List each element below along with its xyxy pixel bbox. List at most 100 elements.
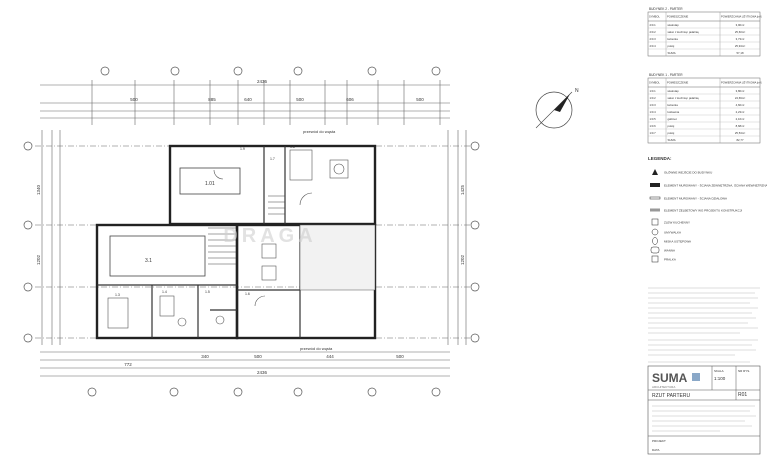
dim-top-3: 640 [244, 97, 252, 102]
dim-bottom-4: 444 [326, 354, 334, 359]
room-code-6: 1.8 [290, 145, 295, 149]
table-cell: 1/0.2 [650, 96, 657, 100]
bottom-grid-markers [87, 387, 441, 397]
table-cell: 1/0.7 [650, 131, 657, 135]
legend-item-label: ZLEW KUCHENNY [664, 221, 690, 225]
north-arrow-icon: N [535, 88, 579, 129]
table-header-cell: SYMBOL [649, 15, 660, 19]
watermark: DRAGA [223, 225, 316, 247]
table-cell: 2,23m² [736, 110, 745, 114]
table-cell: SUMA [668, 51, 676, 55]
table-cell: 3,73m² [736, 37, 745, 41]
legend-title: LEGENDA: [648, 156, 672, 161]
dim-overall-bottom: 2436 [257, 370, 268, 375]
legend-item-label: ELEMENT ŻELBETOWY WG PROJEKTU KONSTRUKCJ… [664, 208, 742, 213]
room-code-1: 1.3 [115, 293, 120, 297]
table-cell: salon z kuchnią i jadalnią [668, 96, 700, 100]
table-cell: kotłownia [668, 110, 680, 114]
table-cell: salon z kuchnią i jadalnią [668, 30, 700, 34]
legend-item-label: ELEMENT MUROWANY - ŚCIANA DZIAŁOWA [664, 196, 727, 201]
company-sub: ARCHITEKTURA [652, 385, 675, 389]
drawing-title: RZUT PARTERU [652, 393, 690, 399]
legend-item-label: PRALKA [664, 258, 676, 262]
dim-top-4: 500 [296, 97, 304, 102]
table-row: 1/0.3 łazienka 4,60m² [648, 103, 760, 109]
dim-left-2: 1202 [36, 254, 41, 265]
sheet-label: NR RYS. [738, 369, 750, 373]
fixtures [107, 149, 349, 329]
scale-value: 1:100 [714, 376, 726, 381]
table-cell: 8,68m² [736, 124, 745, 128]
table-cell: 1/0.4 [650, 110, 657, 114]
legend-item: ELEMENT MUROWANY - ŚCIANA DZIAŁOWA [649, 196, 727, 201]
table-cell: SUMA [668, 138, 676, 142]
room-label-upper-left: 1.01 [205, 181, 215, 187]
table-header-cell: POMIESZCZENIE [667, 81, 688, 85]
dim-bottom-5: 500 [396, 354, 404, 359]
table-cell: 2/0.1 [650, 23, 657, 27]
bottom-dimension-chains [40, 351, 450, 377]
scale-label: SKALA [714, 369, 724, 373]
legend-item-label: WANNA [664, 249, 675, 253]
table-cell: łazienka [668, 37, 679, 41]
dim-bottom-3: 500 [254, 354, 262, 359]
table-cell: 57,18 [737, 51, 744, 55]
table-cell: 2/0.2 [650, 30, 657, 34]
legend-item: ELEMENT ŻELBETOWY WG PROJEKTU KONSTRUKCJ… [650, 208, 742, 213]
svg-text:N: N [575, 88, 579, 94]
dim-left-1: 1340 [36, 184, 41, 195]
table-cell: 2,16m² [736, 117, 745, 121]
table-cell: 1/0.6 [650, 124, 657, 128]
table-header-cell: POWIERZCHNIA UŻYTKOWA [m²] [721, 14, 762, 19]
dim-top-6: 500 [416, 97, 424, 102]
title-block: SUMA ARCHITEKTURA SKALA 1:100 NR RYS. R0… [647, 365, 761, 455]
dim-top-5: 606 [346, 97, 354, 102]
table-cell: 4,60m² [736, 103, 745, 107]
table-row: SUMA 57,18 [648, 51, 760, 57]
chimney-label-top: przewód do wąsta [303, 129, 336, 134]
dim-overall-top: 2436 [257, 79, 268, 84]
legend-item: GŁÓWNE WEJŚCIE DO BUDYNKU [652, 169, 712, 175]
dim-right-2: 1202 [460, 254, 465, 265]
table-title: BUDYNEK 1 - PARTER [649, 73, 683, 77]
legend-item-label: ELEMENT MUROWANY - ŚCIANA ZEWNĘTRZNA, ŚC… [664, 183, 767, 188]
legend-item-label: UMYWALKA [664, 231, 681, 235]
top-grid-ticks [91, 80, 441, 125]
legend-item-label: GŁÓWNE WEJŚCIE DO BUDYNKU [664, 170, 712, 175]
legend: LEGENDA: GŁÓWNE WEJŚCIE DO BUDYNKU ELEMEN… [648, 156, 767, 263]
company-logo: SUMA [652, 371, 688, 385]
table-cell: wiatrołap [668, 23, 680, 27]
legend-item: MISKA USTĘPOWA [652, 237, 691, 245]
table-cell: 25,94m² [735, 44, 745, 48]
table-cell: łazienka [668, 103, 679, 107]
table-cell: 25,53m² [735, 131, 745, 135]
stairs [208, 195, 285, 265]
room-tables: BUDYNEK 2 - PARTER SYMBOL POMIESZCZENIE POW… [647, 7, 762, 144]
room-label-main: 3.1 [145, 258, 152, 264]
dim-bottom-2: 340 [201, 354, 209, 359]
room-code-7: 1.9 [240, 147, 245, 151]
table-cell: 3,80m² [736, 89, 745, 93]
side-grid-markers [23, 141, 480, 343]
table-title: BUDYNEK 2 - PARTER [649, 7, 683, 11]
table-cell: 1/0.3 [650, 103, 657, 107]
notes-block [648, 287, 760, 363]
table-cell: gabinet [668, 117, 677, 121]
project-label: PROJEKT [652, 439, 666, 443]
room-code-3: 1.5 [205, 290, 210, 294]
legend-item: WANNA [650, 246, 675, 254]
legend-item: ZLEW KUCHENNY [651, 218, 690, 226]
chimney-label-bottom: przewód do wąsta [300, 346, 333, 351]
table-cell: pokój [668, 124, 675, 128]
dim-bottom-1: 772 [124, 362, 132, 367]
top-dimension-chains [40, 84, 450, 119]
logo-mark-icon [692, 373, 700, 381]
